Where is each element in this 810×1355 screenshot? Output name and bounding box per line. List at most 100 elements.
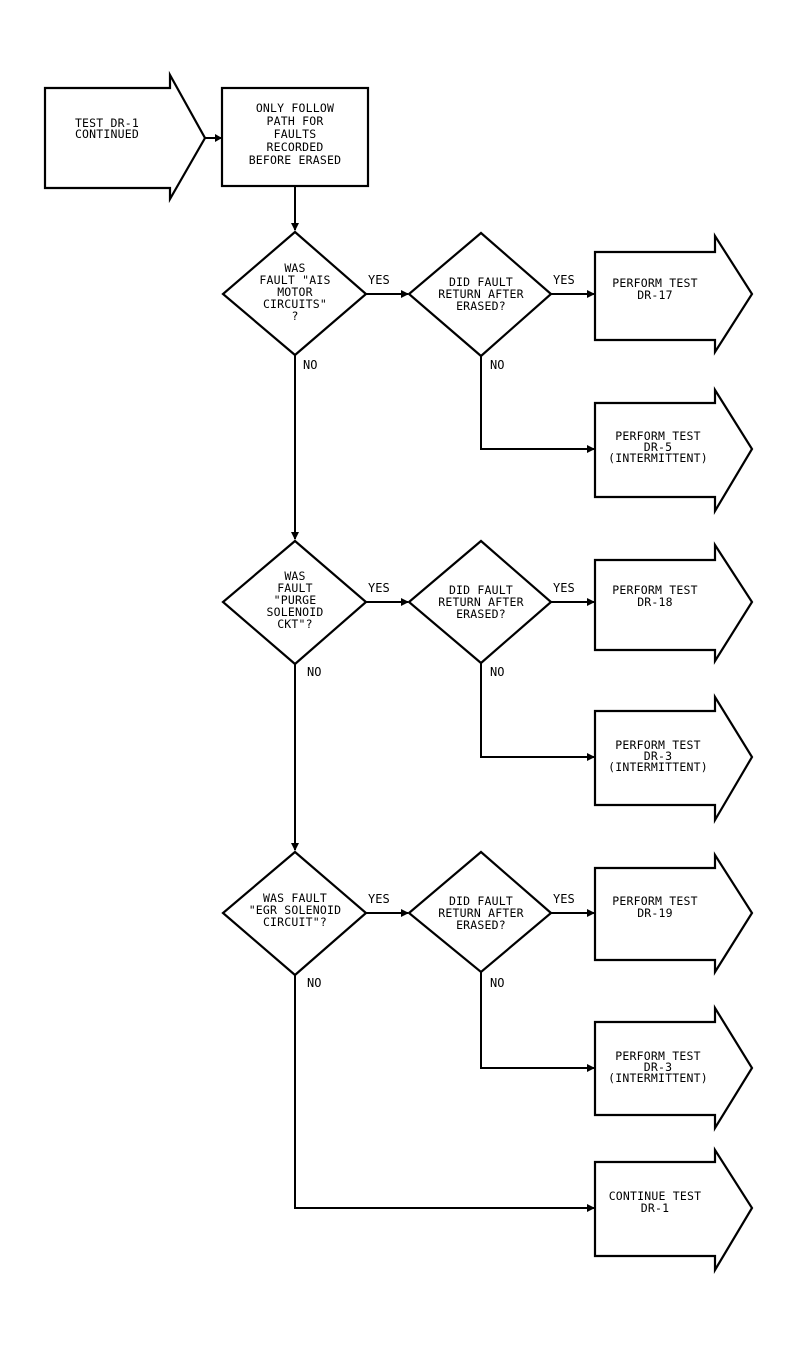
text-line: BEFORE ERASED <box>249 153 342 167</box>
text-line: FAULTS <box>274 127 317 141</box>
text-line: RETURN AFTER <box>438 287 523 301</box>
arrowhead <box>587 909 595 917</box>
q1-no-label: NO <box>303 358 317 372</box>
arrowhead <box>291 223 299 231</box>
end-connector-shape <box>593 1146 754 1274</box>
q3-yes-label: YES <box>368 892 390 906</box>
connector-q1-return-no <box>480 356 594 450</box>
text-line: DR-3 <box>644 1060 673 1074</box>
q3-return-yes-label: YES <box>553 892 575 906</box>
arrowhead <box>291 532 299 540</box>
q1-yes-label: YES <box>368 273 390 287</box>
arrowhead <box>587 445 595 453</box>
q2-decision-diamond <box>221 539 368 666</box>
text-line: CONTINUE TEST <box>609 1189 702 1203</box>
q3-decision-diamond <box>221 850 368 977</box>
q1-return-yes-label: YES <box>553 273 575 287</box>
arrowhead <box>587 1064 595 1072</box>
q2-return-yes-label: YES <box>553 581 575 595</box>
connector-q2-return-no <box>480 663 594 758</box>
text-line: DR-18 <box>637 595 673 609</box>
text-line: (INTERMITTENT) <box>608 760 708 774</box>
note-box <box>220 86 370 188</box>
text-line: FAULT "AIS <box>259 273 330 287</box>
arrowhead <box>587 1204 595 1212</box>
text-line: PERFORM TEST <box>615 429 700 443</box>
text-line: TEST DR-1 <box>75 116 139 130</box>
arrowhead <box>587 290 595 298</box>
text-line: PERFORM TEST <box>615 1049 700 1063</box>
text-line: DID FAULT <box>449 894 513 908</box>
text-line: ERASED? <box>456 299 506 313</box>
q3-return-decision-diamond <box>407 850 553 974</box>
q2-yes-action-shape <box>593 541 754 665</box>
text-line: PERFORM TEST <box>612 276 697 290</box>
branch-labels: YES YES NO NO YES YES NO NO YES YES NO N… <box>303 273 575 990</box>
connector-q3-no <box>294 975 594 1209</box>
start-connector-shape <box>43 70 207 204</box>
text-line: ONLY FOLLOW <box>256 101 334 115</box>
text-line: FAULT <box>277 581 313 595</box>
text-line: DID FAULT <box>449 275 513 289</box>
text-line: DR-5 <box>644 440 673 454</box>
q2-return-no-label: NO <box>490 665 504 679</box>
q2-return-decision-diamond <box>407 539 553 665</box>
text-line: SOLENOID <box>267 605 324 619</box>
q2-no-label: NO <box>307 665 321 679</box>
q1-return-no-label: NO <box>490 358 504 372</box>
text-line: WAS <box>284 569 305 583</box>
text-line: DR-19 <box>637 906 673 920</box>
arrowhead <box>401 909 409 917</box>
q2-yes-label: YES <box>368 581 390 595</box>
q1-decision-diamond <box>221 230 368 357</box>
arrowhead <box>215 134 222 142</box>
text-line: DID FAULT <box>449 583 513 597</box>
text-line: PERFORM TEST <box>612 583 697 597</box>
arrowhead <box>401 290 409 298</box>
text-line: DR-17 <box>637 288 673 302</box>
text-line: PERFORM TEST <box>615 738 700 752</box>
arrowhead <box>401 598 409 606</box>
text-line: DR-3 <box>644 749 673 763</box>
text-line: ? <box>291 309 298 323</box>
text-line: CKT"? <box>277 617 313 631</box>
text-line: (INTERMITTENT) <box>608 1071 708 1085</box>
q3-return-no-label: NO <box>490 976 504 990</box>
text-line: WAS <box>284 261 305 275</box>
text-line: CIRCUIT"? <box>263 915 327 929</box>
text-line: CIRCUITS" <box>263 297 327 311</box>
connectors <box>205 134 595 1212</box>
text-line: RETURN AFTER <box>438 595 523 609</box>
q1-no-action-shape <box>593 386 754 515</box>
q3-no-action-shape <box>593 1004 754 1132</box>
arrowhead <box>291 843 299 851</box>
text-line: PERFORM TEST <box>612 894 697 908</box>
arrowhead <box>587 753 595 761</box>
text-line: CONTINUED <box>75 127 139 141</box>
text-line: MOTOR <box>277 285 313 299</box>
arrowhead <box>587 598 595 606</box>
q2-no-action-shape <box>593 693 754 825</box>
text-line: WAS FAULT <box>263 891 327 905</box>
text-line: DR-1 <box>641 1201 670 1215</box>
connector-q3-return-no <box>480 972 594 1069</box>
text-line: PATH FOR <box>267 114 324 128</box>
q3-yes-action-shape <box>593 851 754 976</box>
shapes <box>43 70 754 1274</box>
